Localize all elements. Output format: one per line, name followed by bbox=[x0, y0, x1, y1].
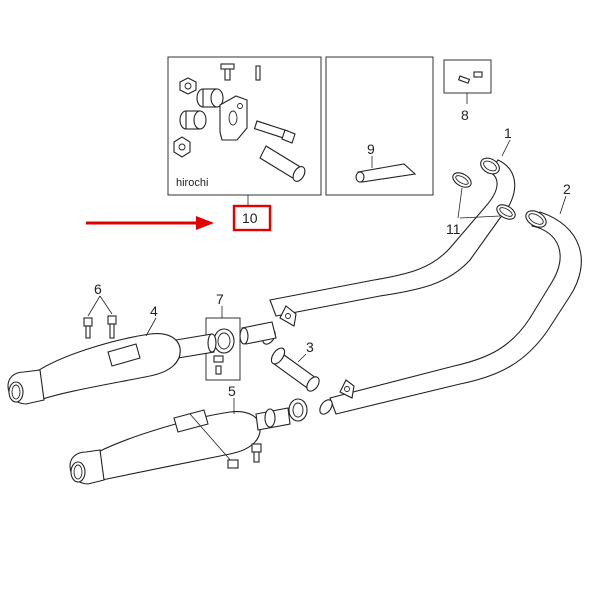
sealant-tube-shape bbox=[355, 163, 417, 183]
hex-nut-shape bbox=[179, 77, 197, 95]
callout-10: 10 bbox=[242, 210, 258, 226]
muffler-4 bbox=[7, 333, 181, 405]
pipe-bracket-lower bbox=[339, 379, 355, 399]
small-pin-shape bbox=[255, 65, 261, 81]
inset-box-part-8: 8 bbox=[443, 59, 492, 123]
callout-3: 3 bbox=[306, 339, 314, 355]
clamp-lower bbox=[288, 398, 308, 422]
pipe-bracket-upper bbox=[279, 305, 297, 327]
gasket-ring-upper bbox=[452, 172, 472, 188]
callout-5: 5 bbox=[228, 383, 236, 399]
header-pipe-1 bbox=[269, 157, 516, 317]
collar-sleeve-shape bbox=[259, 145, 306, 182]
callout-11: 11 bbox=[446, 221, 461, 237]
rubber-bushing-shape-2 bbox=[179, 110, 207, 130]
red-arrow-icon bbox=[86, 216, 214, 230]
clamp-7 bbox=[205, 317, 241, 381]
callout-9: 9 bbox=[367, 141, 375, 157]
long-bolt-shape bbox=[253, 120, 296, 144]
inset-box-part-9: 9 bbox=[325, 56, 434, 196]
callout-8: 8 bbox=[461, 107, 469, 123]
highlighted-callout-10: 10 bbox=[232, 204, 272, 232]
small-bolt-shape bbox=[220, 63, 235, 81]
gasket-ring-lower bbox=[496, 204, 516, 220]
rubber-bushing-shape bbox=[196, 88, 224, 108]
inlet-pipe-upper bbox=[175, 321, 277, 359]
bracket-plate-shape bbox=[219, 95, 248, 141]
watermark-text: hirochi bbox=[176, 177, 208, 189]
callout-6: 6 bbox=[94, 281, 102, 297]
callout-1: 1 bbox=[504, 125, 512, 141]
flange-nut-shape bbox=[173, 136, 191, 158]
inset-box-part-10: hirochi bbox=[167, 56, 322, 196]
muffler-5 bbox=[69, 407, 291, 485]
callout-2: 2 bbox=[563, 181, 571, 197]
small-screw-shape bbox=[457, 71, 483, 84]
header-pipe-2 bbox=[329, 210, 582, 415]
callout-4: 4 bbox=[150, 303, 158, 319]
callout-7: 7 bbox=[216, 291, 224, 307]
bolt-set-6 bbox=[83, 295, 117, 339]
